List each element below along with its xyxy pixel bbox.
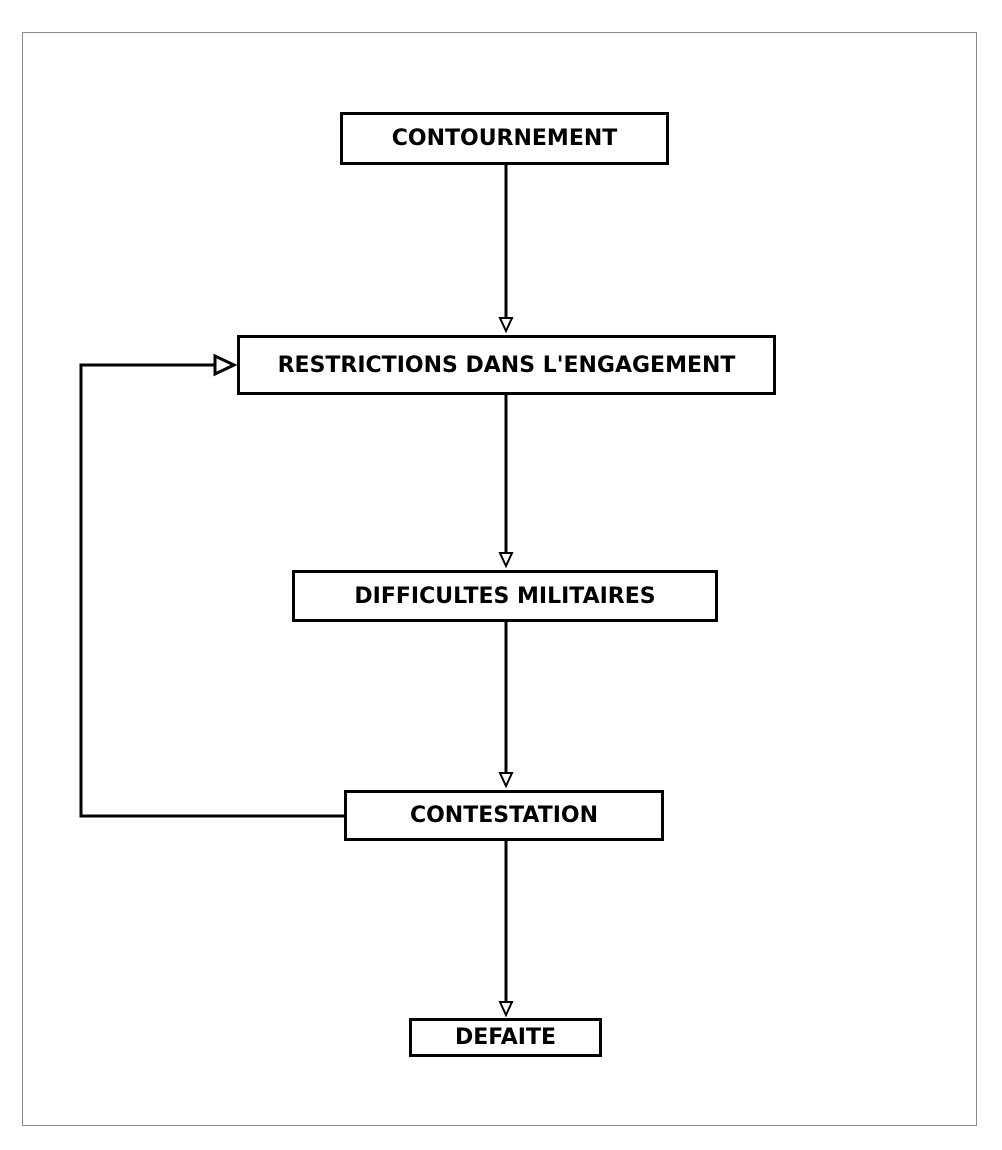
arrowhead-defaite (498, 1001, 514, 1018)
diagram-frame (22, 32, 977, 1126)
node-contournement: CONTOURNEMENT (340, 112, 669, 165)
node-restrictions: RESTRICTIONS DANS L'ENGAGEMENT (237, 335, 776, 395)
node-contestation: CONTESTATION (344, 790, 664, 841)
node-defaite: DEFAITE (409, 1018, 602, 1057)
node-label: CONTOURNEMENT (391, 126, 618, 151)
node-label: CONTESTATION (409, 803, 599, 828)
node-label: DEFAITE (454, 1025, 557, 1050)
node-difficultes: DIFFICULTES MILITAIRES (292, 570, 718, 622)
node-label: RESTRICTIONS DANS L'ENGAGEMENT (277, 352, 736, 378)
node-label: DIFFICULTES MILITAIRES (354, 583, 656, 609)
arrowhead-difficultes (498, 552, 514, 569)
arrowhead-contestation (498, 772, 514, 789)
arrowhead-restrictions (498, 317, 514, 334)
arrowhead-feedback (213, 353, 238, 377)
edge-feedback-loop (79, 363, 344, 818)
